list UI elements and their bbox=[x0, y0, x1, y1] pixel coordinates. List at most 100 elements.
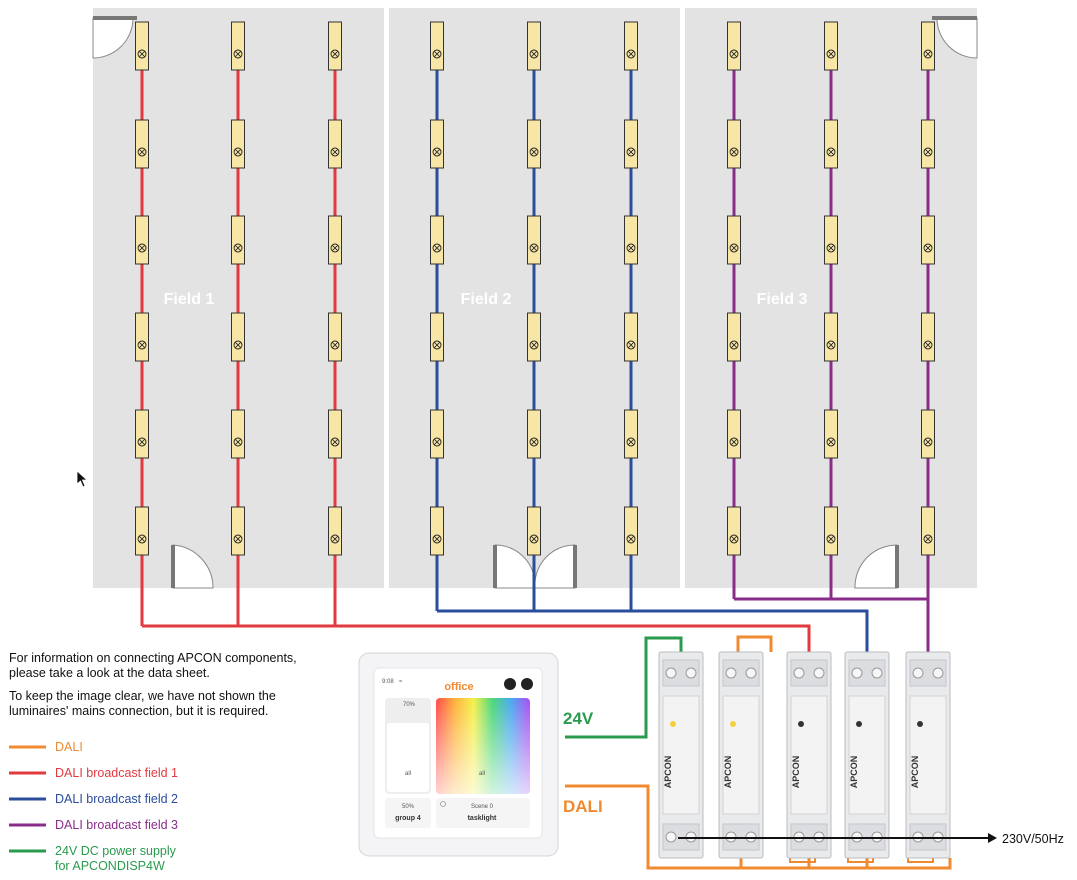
luminaire bbox=[328, 506, 342, 556]
luminaire bbox=[624, 21, 638, 71]
mains-label: 230V/50Hz bbox=[1002, 832, 1064, 846]
luminaire bbox=[921, 312, 935, 362]
luminaire bbox=[624, 312, 638, 362]
terminal-screw-icon bbox=[685, 667, 697, 679]
luminaire bbox=[430, 312, 444, 362]
din-rail-module: APCON bbox=[905, 651, 951, 859]
device-brand-label: APCON bbox=[663, 756, 673, 789]
lamp-icon bbox=[826, 243, 836, 253]
luminaire bbox=[527, 506, 541, 556]
din-rail-module: APCON bbox=[786, 651, 832, 859]
lamp-icon bbox=[529, 534, 539, 544]
dali-jumper bbox=[847, 858, 874, 863]
scene-label: Scene 0 bbox=[471, 804, 494, 810]
lamp-icon bbox=[729, 340, 739, 350]
luminaire bbox=[921, 21, 935, 71]
brightness-slider[interactable] bbox=[387, 723, 429, 792]
luminaire bbox=[430, 409, 444, 459]
luminaire bbox=[921, 215, 935, 265]
lamp-icon bbox=[330, 49, 340, 59]
group-button[interactable] bbox=[385, 798, 431, 828]
door-icon bbox=[854, 544, 899, 589]
lamp-icon bbox=[432, 437, 442, 447]
lamp-icon bbox=[923, 49, 933, 59]
din-rail-module: APCON bbox=[844, 651, 890, 859]
lamp-icon bbox=[626, 147, 636, 157]
legend-label-power: 24V DC power supply bbox=[55, 844, 177, 858]
edit-icon[interactable] bbox=[504, 678, 516, 690]
device-brand-label: APCON bbox=[910, 756, 920, 789]
lamp-icon bbox=[626, 437, 636, 447]
luminaire bbox=[527, 119, 541, 169]
terminal-screw-icon bbox=[912, 667, 924, 679]
lamp-icon bbox=[729, 147, 739, 157]
luminaire bbox=[231, 506, 245, 556]
luminaire bbox=[135, 312, 149, 362]
status-led-icon bbox=[798, 721, 804, 727]
luminaire bbox=[430, 215, 444, 265]
luminaire bbox=[727, 119, 741, 169]
dali-jumper bbox=[789, 858, 816, 863]
mouse-cursor-icon bbox=[76, 470, 88, 488]
luminaire bbox=[135, 506, 149, 556]
luminaire bbox=[624, 119, 638, 169]
dali-wire bbox=[565, 784, 952, 870]
field-2-label: Field 2 bbox=[461, 291, 512, 308]
lamp-icon bbox=[626, 340, 636, 350]
din-rail-module: APCON bbox=[718, 651, 764, 859]
luminaire bbox=[231, 312, 245, 362]
legend-label-dali: DALI bbox=[55, 740, 83, 754]
menu-icon[interactable] bbox=[521, 678, 533, 690]
scene-name: tasklight bbox=[468, 815, 497, 822]
luminaire bbox=[921, 409, 935, 459]
label-dali: DALI bbox=[563, 797, 603, 816]
luminaire bbox=[824, 21, 838, 71]
terminal-screw-icon bbox=[932, 667, 944, 679]
terminal-screw-icon bbox=[871, 667, 883, 679]
lamp-icon bbox=[137, 340, 147, 350]
info-block: For information on connecting APCON comp… bbox=[9, 651, 297, 718]
group-name: group 4 bbox=[395, 815, 421, 822]
lamp-icon bbox=[432, 534, 442, 544]
lamp-icon bbox=[529, 437, 539, 447]
lamp-icon bbox=[233, 147, 243, 157]
wifi-icon: ≈ bbox=[399, 679, 403, 685]
door-icon bbox=[92, 16, 137, 59]
power-wire bbox=[565, 636, 683, 739]
field-1-label: Field 1 bbox=[164, 291, 215, 308]
luminaire bbox=[430, 506, 444, 556]
lamp-icon bbox=[826, 49, 836, 59]
lamp-icon bbox=[729, 534, 739, 544]
lamp-icon bbox=[923, 147, 933, 157]
luminaire bbox=[527, 312, 541, 362]
device-brand-label: APCON bbox=[849, 756, 859, 789]
luminaire bbox=[231, 215, 245, 265]
lamp-icon bbox=[626, 534, 636, 544]
status-led-icon bbox=[917, 721, 923, 727]
group-percent: 50% bbox=[402, 804, 415, 810]
luminaires bbox=[135, 21, 935, 556]
terminal-screw-icon bbox=[745, 667, 757, 679]
luminaire bbox=[328, 21, 342, 71]
info-line-3: To keep the image clear, we have not sho… bbox=[9, 689, 276, 703]
lamp-icon bbox=[529, 243, 539, 253]
status-led-icon bbox=[856, 721, 862, 727]
luminaire bbox=[624, 506, 638, 556]
luminaire bbox=[624, 409, 638, 459]
lamp-icon bbox=[330, 437, 340, 447]
lamp-icon bbox=[330, 534, 340, 544]
field-2-bus bbox=[437, 609, 869, 652]
scene-button[interactable] bbox=[436, 798, 530, 828]
dali-wire bbox=[736, 635, 773, 652]
lamp-icon bbox=[626, 49, 636, 59]
legend-label-power-2: for APCONDISP4W bbox=[55, 859, 165, 873]
luminaire bbox=[430, 21, 444, 71]
scene-icon bbox=[440, 801, 446, 807]
lamp-icon bbox=[729, 437, 739, 447]
lamp-icon bbox=[923, 437, 933, 447]
luminaire bbox=[727, 506, 741, 556]
panel-time: 9:08 bbox=[382, 679, 394, 685]
luminaire bbox=[824, 506, 838, 556]
lamp-icon bbox=[729, 49, 739, 59]
